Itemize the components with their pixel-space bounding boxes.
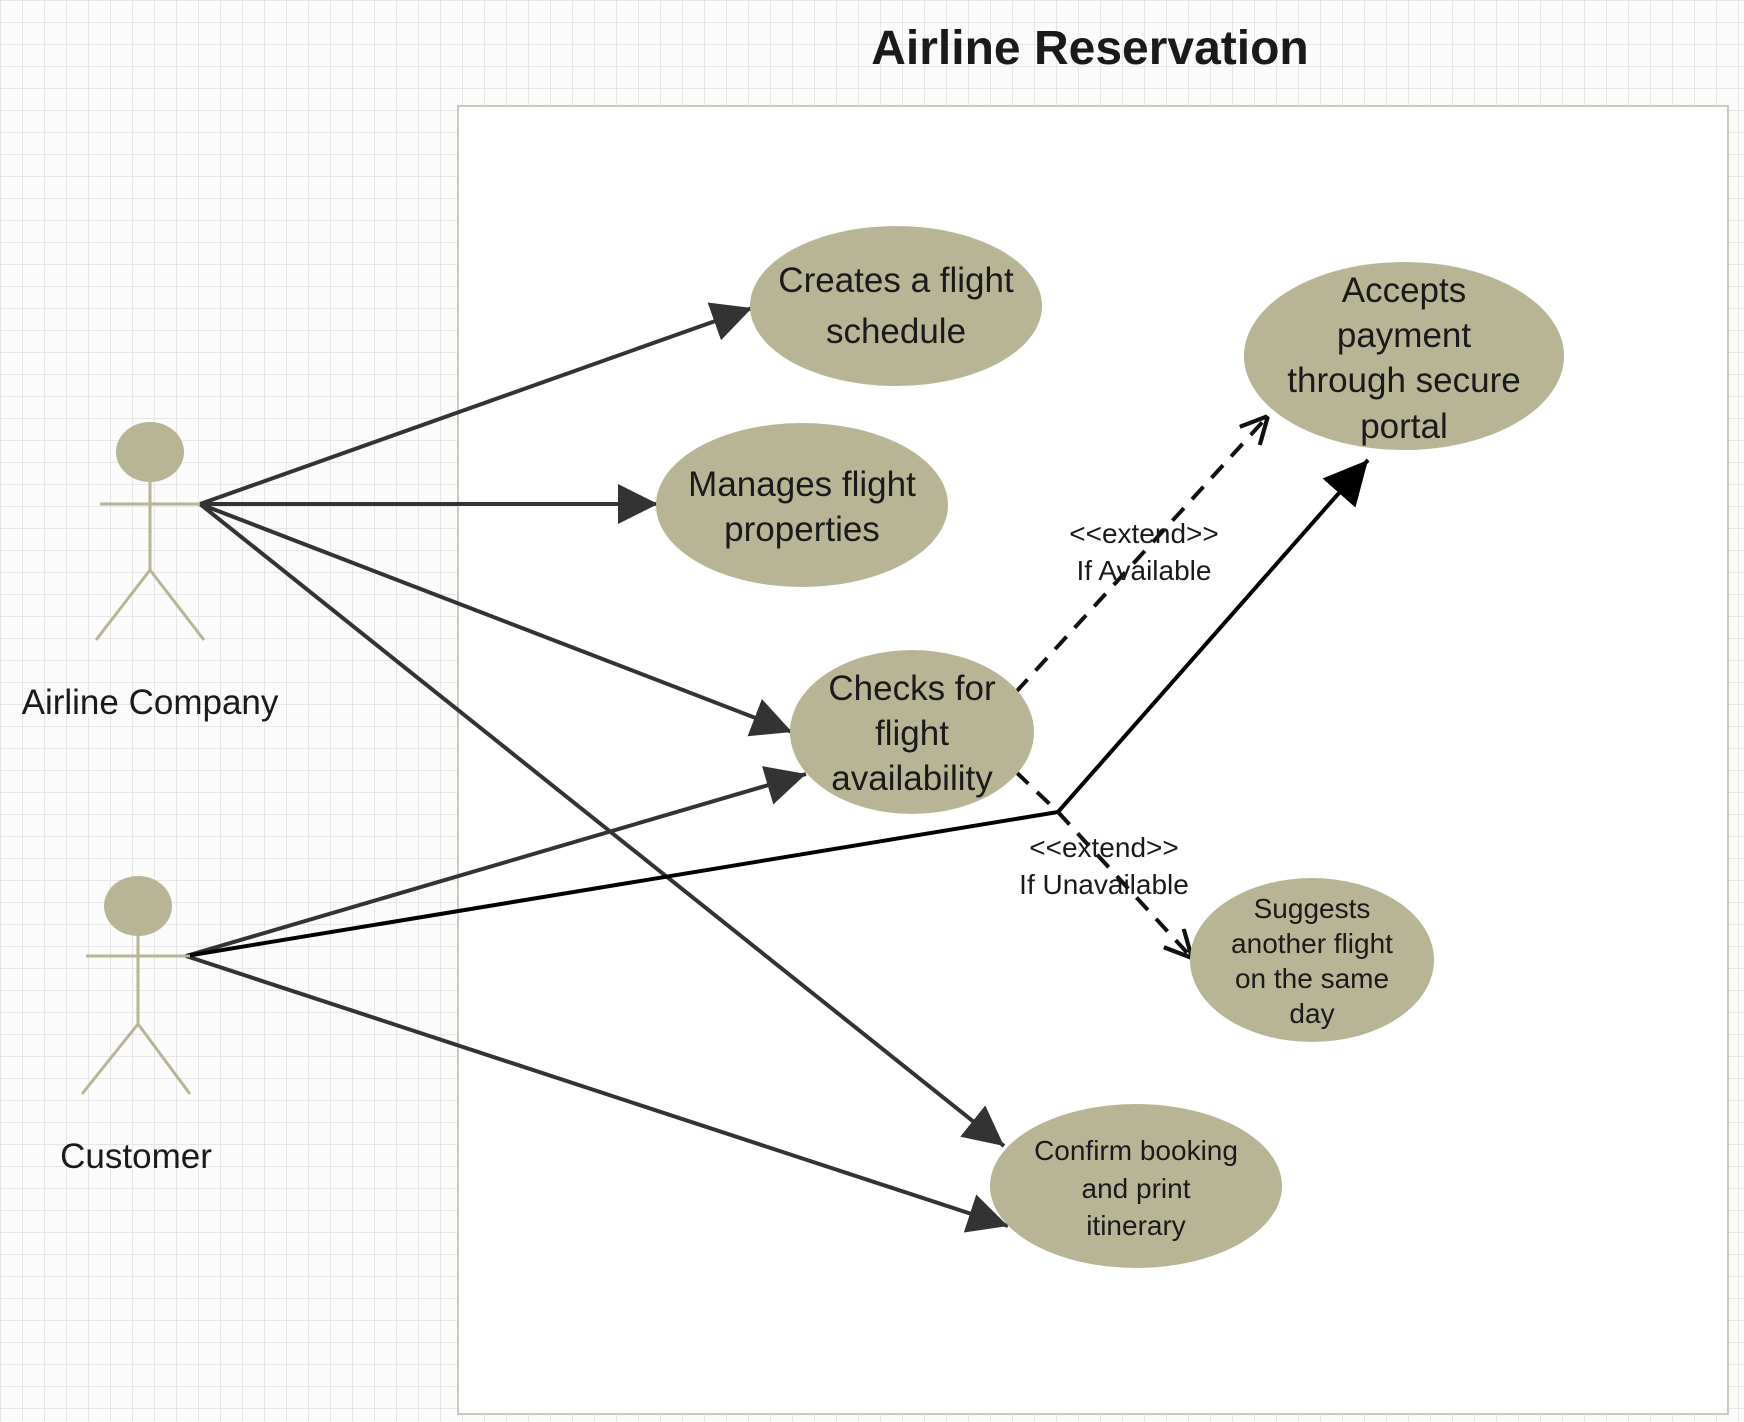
assoc-airline-checks-availability xyxy=(199,502,793,737)
diagram-title: Airline Reservation xyxy=(871,22,1308,75)
assoc-airline-confirm-booking xyxy=(198,502,1006,1148)
actor-label: Customer xyxy=(60,1137,212,1176)
extend-available-line xyxy=(1014,416,1268,694)
uc-label-line: Checks for xyxy=(828,669,996,708)
uc-label-line: Accepts xyxy=(1342,271,1467,310)
extend-condition: If Unavailable xyxy=(1019,869,1189,900)
use-case-accepts-payment[interactable]: Accepts payment through secure portal xyxy=(1244,262,1564,450)
stick-figure-icon xyxy=(94,422,206,641)
uc-label-line: through secure xyxy=(1287,361,1520,400)
actor-customer[interactable]: Customer xyxy=(60,876,212,1176)
extend-unavailable-line xyxy=(1014,770,1192,958)
uc-label-line: day xyxy=(1289,998,1334,1029)
uc-label-line: Suggests xyxy=(1254,893,1371,924)
extend-unavailable-label: <<extend>> If Unavailable xyxy=(1019,832,1189,900)
uc-label-line: availability xyxy=(831,759,993,798)
extend-available-label: <<extend>> If Available xyxy=(1069,518,1218,586)
use-case-suggests-flight[interactable]: Suggests another flight on the same day xyxy=(1190,878,1434,1042)
assoc-customer-confirm-booking xyxy=(185,954,1009,1233)
uc-label-line: flight xyxy=(875,714,949,753)
extend-stereotype: <<extend>> xyxy=(1069,518,1218,549)
uc-label-line: Manages flight xyxy=(688,465,916,504)
uc-label-line: Confirm booking xyxy=(1034,1135,1238,1166)
uc-label-line: Creates a flight xyxy=(778,261,1014,300)
uc-label-line: and print xyxy=(1082,1173,1191,1204)
actor-airline-company[interactable]: Airline Company xyxy=(22,422,279,722)
uc-label-line: payment xyxy=(1337,316,1472,355)
use-case-confirm-booking[interactable]: Confirm booking and print itinerary xyxy=(990,1104,1282,1268)
stick-figure-icon xyxy=(80,876,192,1095)
uc-label-line: itinerary xyxy=(1086,1210,1186,1241)
assoc-airline-creates-schedule xyxy=(199,302,753,506)
actor-label: Airline Company xyxy=(22,683,279,722)
uc-label-line: properties xyxy=(724,510,880,549)
uc-label-line: another flight xyxy=(1231,928,1393,959)
extend-stereotype: <<extend>> xyxy=(1029,832,1178,863)
assoc-customer-checks-availability xyxy=(185,766,807,958)
uc-label-line: portal xyxy=(1360,407,1448,446)
uc-label-line: on the same xyxy=(1235,963,1389,994)
extend-condition: If Available xyxy=(1077,555,1212,586)
use-case-creates-schedule[interactable]: Creates a flight schedule xyxy=(750,226,1042,386)
use-case-checks-availability[interactable]: Checks for flight availability xyxy=(790,650,1034,814)
uc-label-line: schedule xyxy=(826,312,966,351)
use-case-manages-properties[interactable]: Manages flight properties xyxy=(656,423,948,587)
